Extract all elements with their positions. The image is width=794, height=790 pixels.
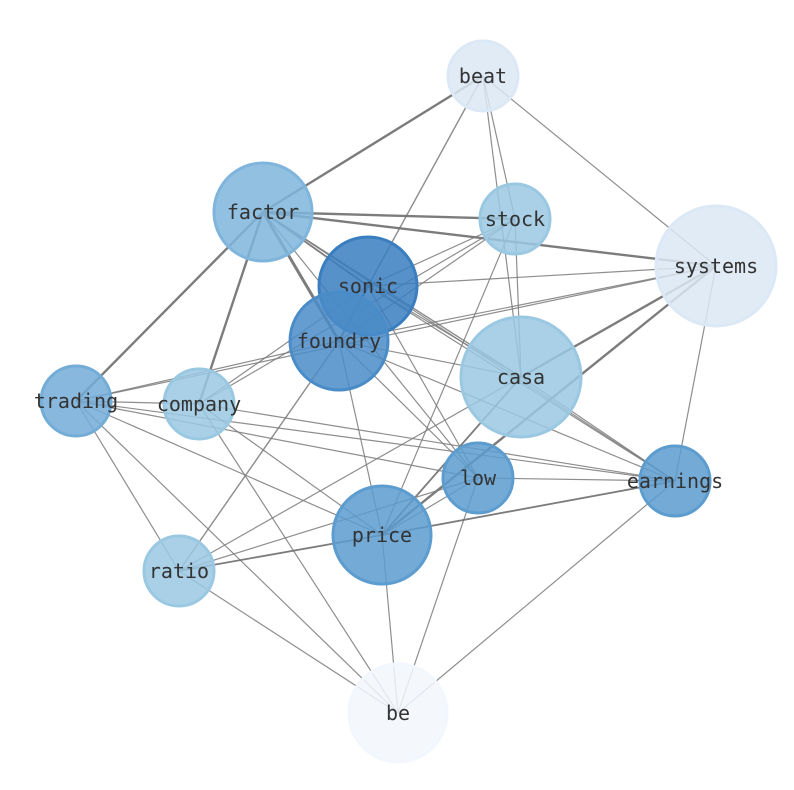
edge-trading-price (75, 400, 383, 536)
node-circle-trading (39, 364, 113, 438)
node-circle-company (162, 367, 236, 441)
node-label-be: be (386, 701, 410, 725)
node-label-factor: factor (227, 200, 299, 224)
node-label-systems: systems (674, 254, 758, 278)
node-circle-be (347, 662, 449, 764)
node-circle-factor (212, 161, 314, 263)
node-circle-low (441, 441, 515, 515)
node-label-price: price (352, 523, 412, 547)
node-ratio: ratio (142, 534, 216, 608)
node-label-earnings: earnings (627, 469, 723, 493)
node-label-stock: stock (485, 207, 545, 231)
node-trading: trading (34, 364, 118, 438)
node-circle-stock (478, 182, 552, 256)
edge-company-earnings (198, 403, 676, 482)
node-company: company (157, 367, 241, 441)
edge-trading-be (75, 400, 399, 714)
node-factor: factor (212, 161, 314, 263)
node-label-beat: beat (459, 64, 507, 88)
node-systems: systems (654, 204, 778, 328)
node-label-casa: casa (497, 365, 545, 389)
edge-stock-price (381, 218, 516, 536)
node-casa: casa (459, 315, 583, 439)
node-circle-ratio (142, 534, 216, 608)
node-label-company: company (157, 392, 241, 416)
node-label-ratio: ratio (149, 559, 209, 583)
node-stock: stock (478, 182, 552, 256)
edge-earnings-be (397, 480, 676, 714)
node-beat: beat (446, 39, 520, 113)
node-be: be (347, 662, 449, 764)
node-circle-beat (446, 39, 520, 113)
node-circle-price (331, 484, 433, 586)
edge-company-be (198, 403, 399, 714)
edge-systems-foundry (338, 265, 717, 342)
edge-low-ratio (178, 477, 479, 572)
node-earnings: earnings (627, 444, 723, 518)
node-foundry: foundry (288, 290, 390, 392)
node-circle-systems (654, 204, 778, 328)
edge-casa-ratio (178, 376, 522, 572)
node-label-low: low (460, 466, 497, 490)
node-circle-casa (459, 315, 583, 439)
edge-trading-low (75, 400, 479, 479)
node-price: price (331, 484, 433, 586)
node-label-trading: trading (34, 389, 118, 413)
node-low: low (441, 441, 515, 515)
node-label-foundry: foundry (297, 329, 381, 353)
node-circle-earnings (638, 444, 712, 518)
node-circle-foundry (288, 290, 390, 392)
